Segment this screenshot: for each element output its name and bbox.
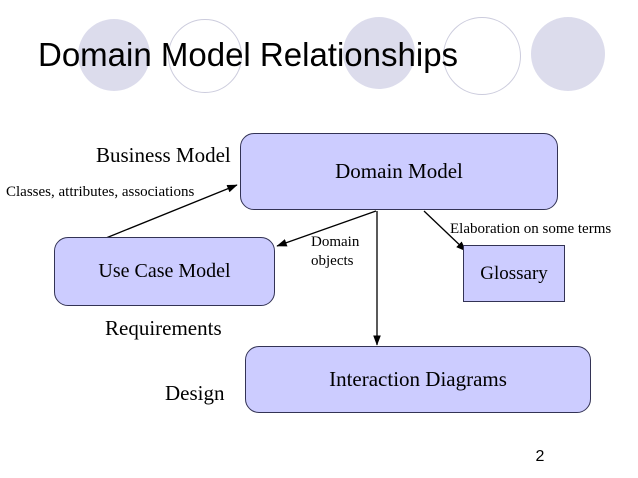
label-classes-attributes-associations: Classes, attributes, associations xyxy=(6,184,195,200)
page-number: 2 xyxy=(535,448,545,465)
node-glossary[interactable]: Glossary xyxy=(463,245,565,302)
label-requirements: Requirements xyxy=(105,316,222,340)
node-interaction-diagrams[interactable]: Interaction Diagrams xyxy=(245,346,591,413)
page-title: Domain Model Relationships xyxy=(38,36,459,73)
label-design: Design xyxy=(165,381,225,405)
label-elaboration-on-some-terms: Elaboration on some terms xyxy=(450,221,612,237)
node-domain-model[interactable]: Domain Model xyxy=(240,133,558,210)
label-domain-objects: Domain objects xyxy=(311,234,360,269)
node-use-case-model[interactable]: Use Case Model xyxy=(54,237,275,306)
label-business-model: Business Model xyxy=(96,143,231,167)
